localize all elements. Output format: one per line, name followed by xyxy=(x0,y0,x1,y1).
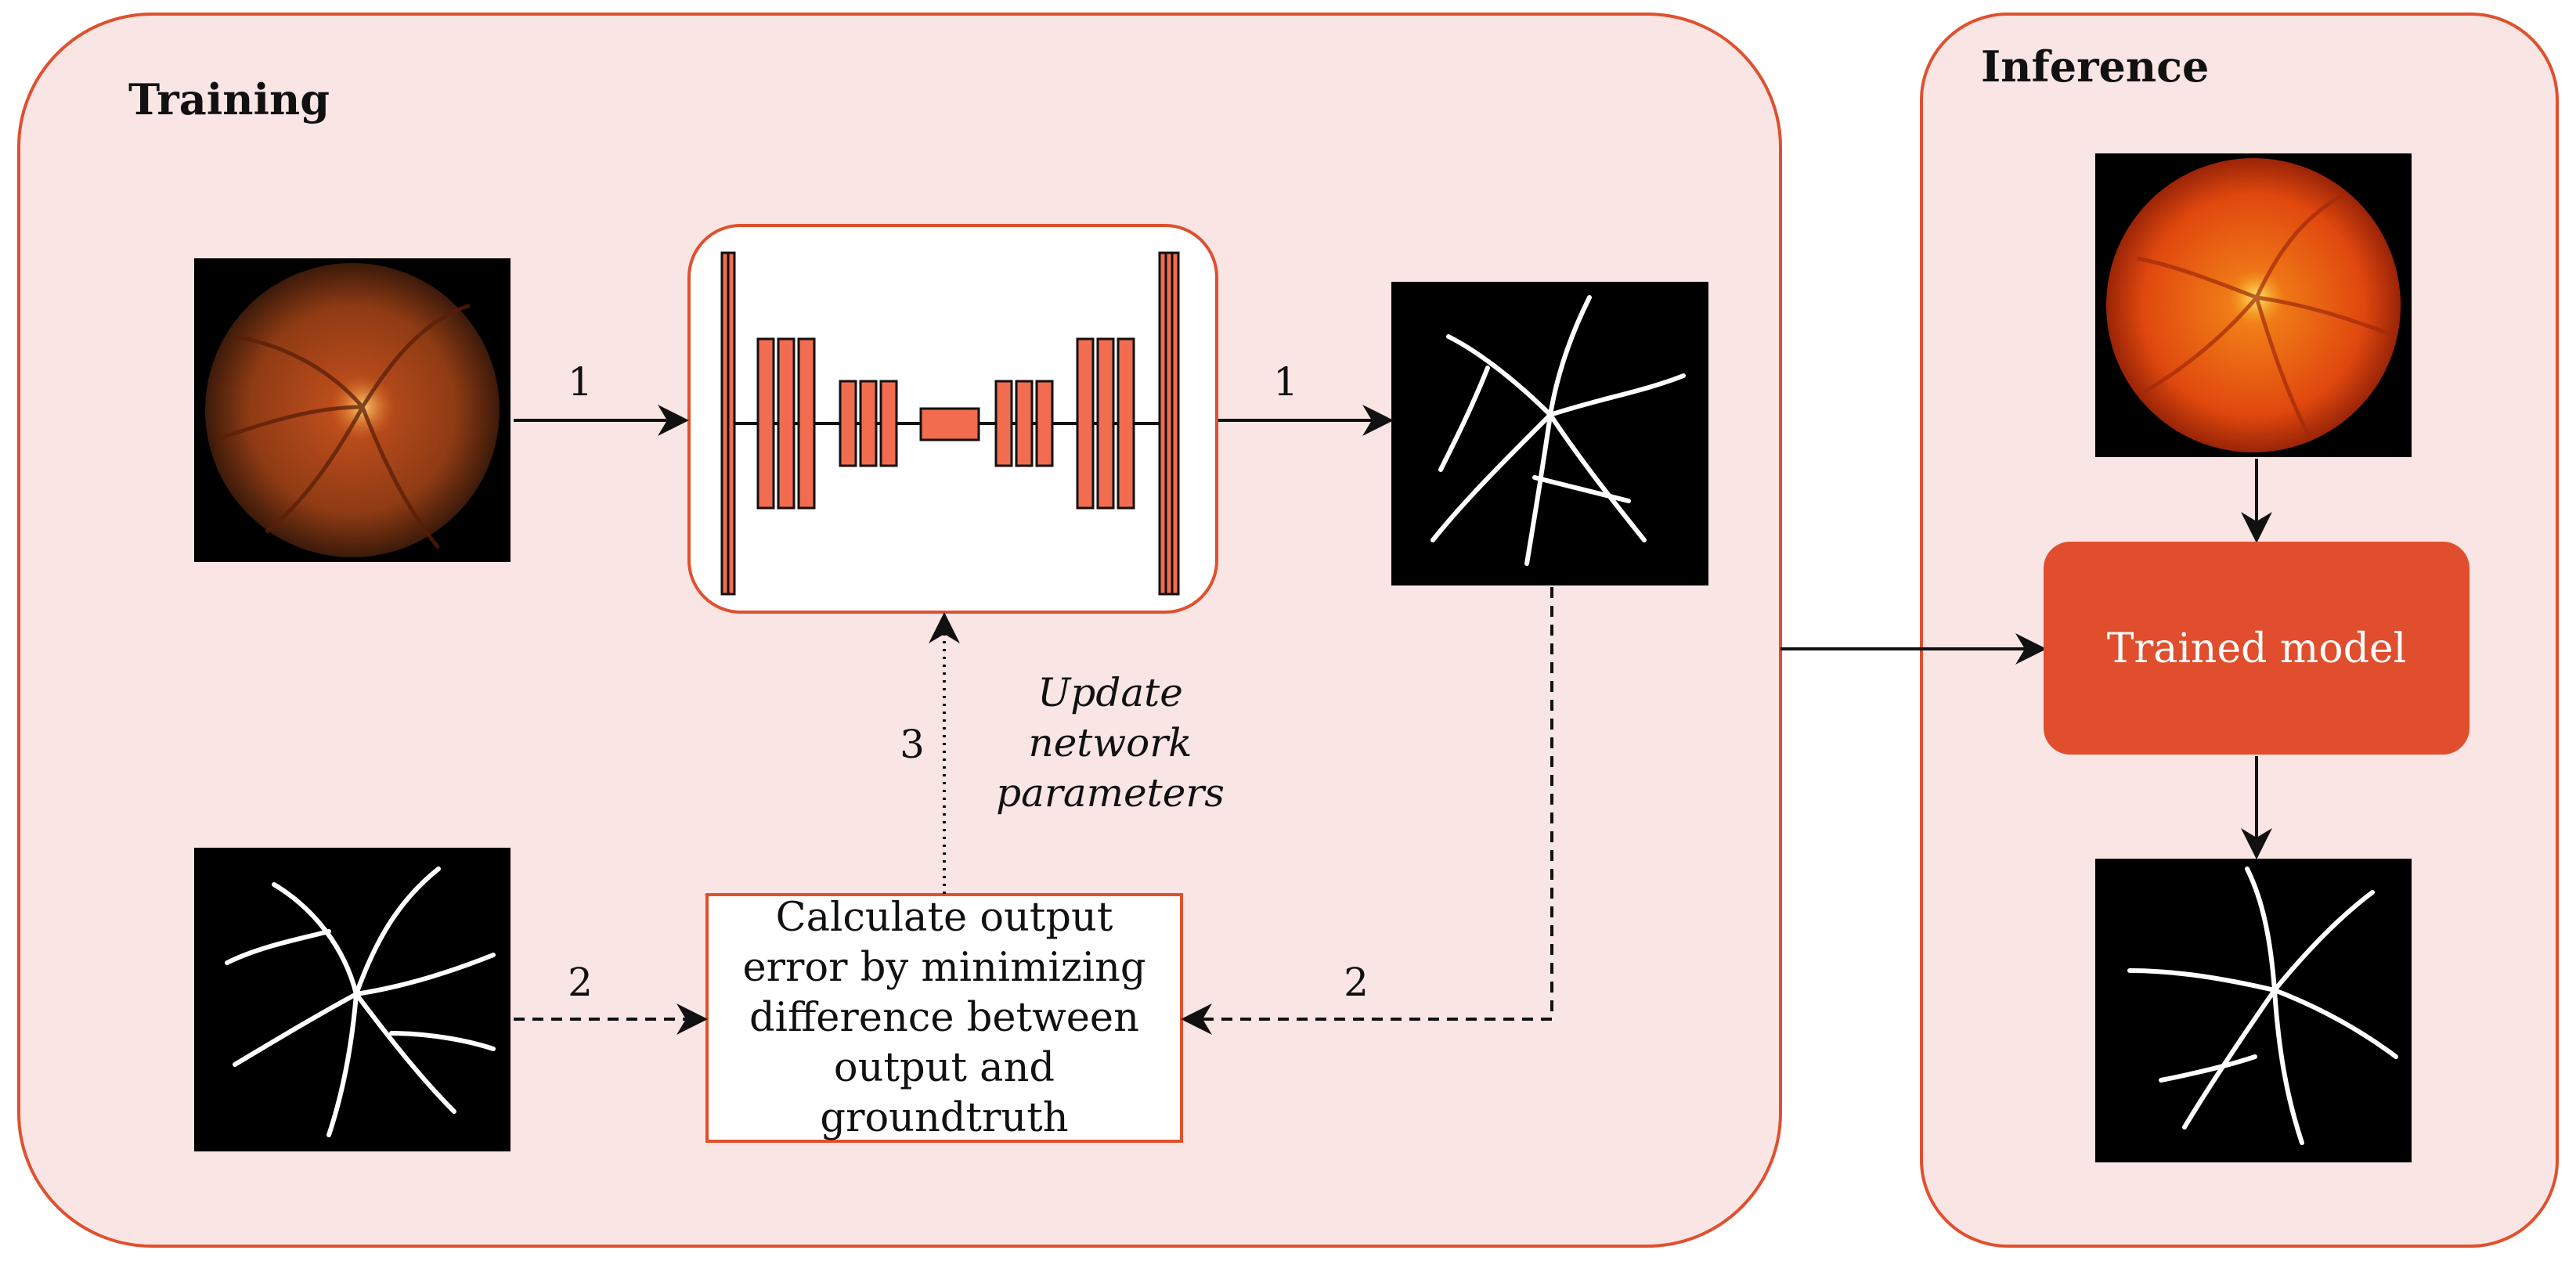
unet-layer-16 xyxy=(1076,337,1095,510)
error-box-line-4: output and xyxy=(834,1045,1055,1091)
unet-layer-14 xyxy=(1015,380,1034,467)
unet-network-icon xyxy=(687,224,1218,614)
update-text-line-1: Update xyxy=(1037,670,1183,715)
unet-layer-13 xyxy=(994,380,1013,467)
arrow-label-error-to-network: 3 xyxy=(900,722,925,767)
unet-layer-17 xyxy=(1096,337,1115,510)
error-box-line-1: Calculate output xyxy=(776,895,1113,941)
trained-model-box: Trained model xyxy=(2044,542,2470,755)
unet-layer-11 xyxy=(879,380,898,467)
unet-layer-2 xyxy=(727,251,736,596)
fundus-inference-image-icon xyxy=(2095,153,2412,457)
unet-layer-9 xyxy=(839,380,857,467)
fundus-training-image-icon xyxy=(194,258,511,562)
groundtruth-mask-icon xyxy=(194,848,511,1151)
inference-output-mask-icon xyxy=(2095,859,2412,1162)
arrow-label-network-to-output: 1 xyxy=(1273,359,1298,405)
unet-layer-15 xyxy=(1035,380,1054,467)
arrow-label-groundtruth-to-error: 2 xyxy=(568,960,593,1005)
arrow-label-output-to-error: 2 xyxy=(1344,960,1369,1005)
unet-layer-10 xyxy=(859,380,878,467)
error-box-line-5: groundtruth xyxy=(820,1095,1068,1141)
error-box-line-3: difference between xyxy=(749,995,1139,1041)
unet-layer-8 xyxy=(797,337,816,510)
trained-model-label: Trained model xyxy=(2107,625,2407,672)
prediction-mask-icon xyxy=(1391,282,1708,585)
update-text-line-3: parameters xyxy=(996,770,1225,816)
error-box-line-2: error by minimizing xyxy=(742,945,1145,991)
error-calculation-box: Calculate output error by minimizing dif… xyxy=(705,893,1183,1143)
inference-title: Inference xyxy=(1981,41,2209,92)
unet-layer-7 xyxy=(777,337,796,510)
update-text-line-2: network xyxy=(1029,720,1192,766)
unet-layer-6 xyxy=(756,337,775,510)
unet-layer-18 xyxy=(1117,337,1135,510)
unet-layer-5 xyxy=(1171,251,1180,596)
arrow-label-input-to-network: 1 xyxy=(568,359,593,405)
training-title: Training xyxy=(128,74,330,124)
unet-layer-12 xyxy=(919,407,980,441)
arrow-output-to-error xyxy=(1181,587,1553,1035)
